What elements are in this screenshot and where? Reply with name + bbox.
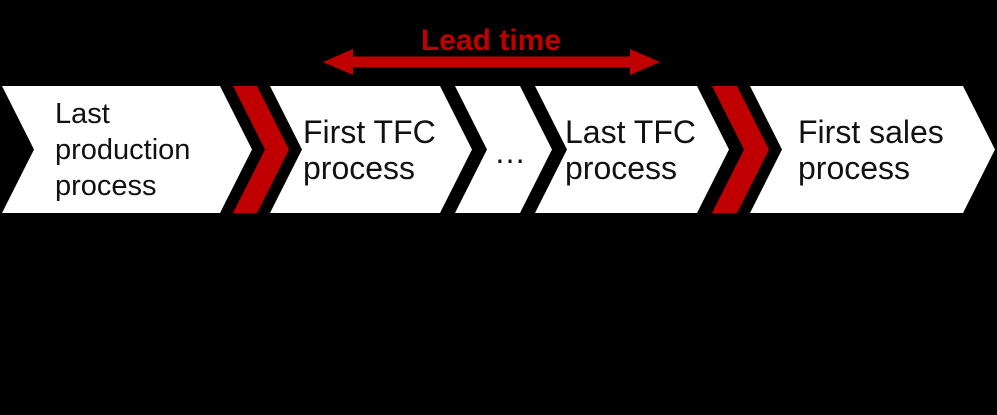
chevron-last-production-process bbox=[2, 86, 252, 213]
label-ellipsis: … bbox=[494, 134, 526, 170]
chevron-last-tfc-process bbox=[535, 86, 729, 213]
red-separator-chevron-right bbox=[712, 86, 769, 213]
label-line: process bbox=[798, 149, 911, 186]
label-line: process bbox=[55, 169, 157, 202]
chevron-first-tfc-process bbox=[270, 86, 472, 213]
label-line: First TFC bbox=[303, 113, 436, 150]
label-line: production bbox=[55, 133, 191, 166]
red-separator-chevron-left bbox=[233, 86, 289, 213]
label-first-tfc-process: First TFC process bbox=[303, 86, 436, 213]
label-line: process bbox=[303, 149, 416, 186]
label-line: Last TFC bbox=[565, 113, 696, 150]
chevron-ellipsis bbox=[455, 86, 552, 213]
label-line: First sales bbox=[798, 113, 944, 150]
chevron-first-sales-process bbox=[750, 86, 995, 213]
lead-time-double-arrow-icon bbox=[323, 49, 660, 75]
label-line: Last bbox=[55, 97, 110, 130]
label-line: process bbox=[565, 149, 678, 186]
lead-time-label: Lead time bbox=[420, 24, 562, 57]
label-last-tfc-process: Last TFC process bbox=[565, 86, 696, 213]
label-first-sales-process: First sales process bbox=[798, 86, 944, 213]
label-last-production-process: Last production process bbox=[55, 86, 190, 213]
